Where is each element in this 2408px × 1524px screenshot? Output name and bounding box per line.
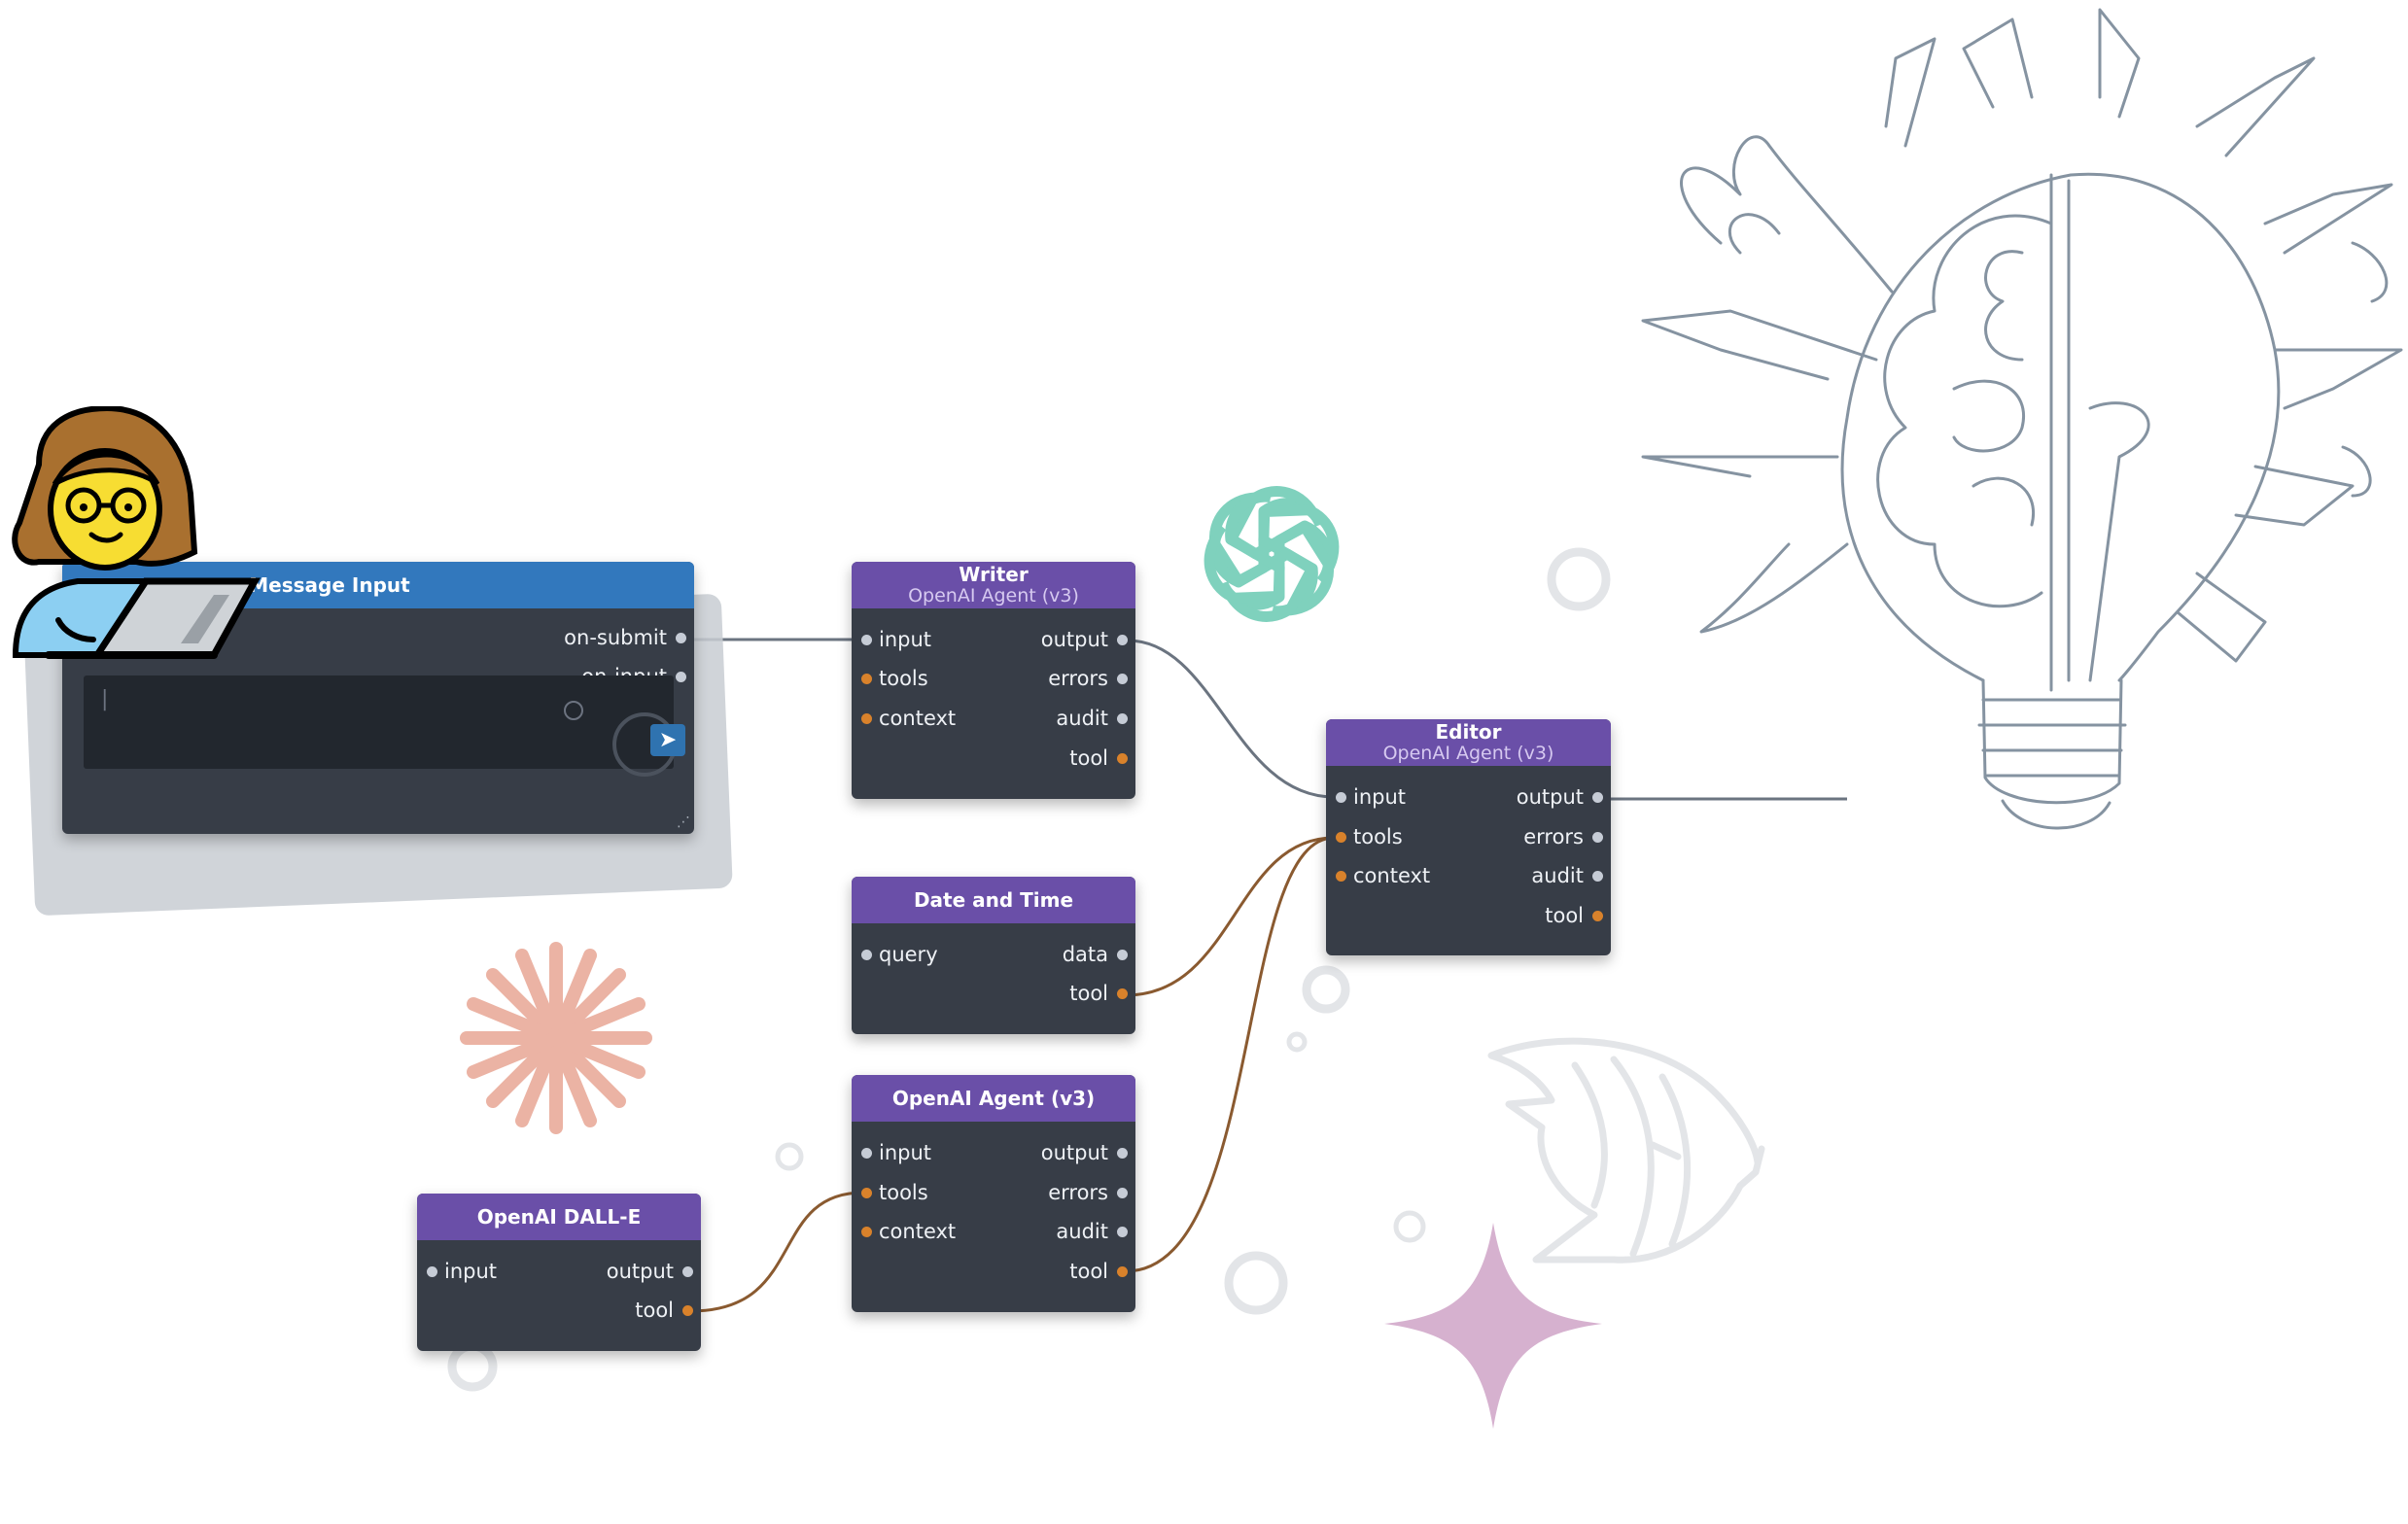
port-dot[interactable] [1592, 871, 1603, 882]
wire-dalle-agent [690, 1191, 864, 1313]
port-output[interactable]: output [607, 1260, 701, 1283]
sparkle-star-icon [1384, 1223, 1602, 1429]
starburst-icon [460, 942, 652, 1134]
wire-writer-editor [1127, 639, 1335, 799]
port-dot[interactable] [682, 1266, 693, 1277]
node-subtitle: OpenAI Agent (v3) [1382, 743, 1554, 764]
port-dot[interactable] [861, 1188, 872, 1198]
port-dot[interactable] [1117, 950, 1128, 960]
port-dot[interactable] [676, 672, 686, 682]
send-button[interactable]: ➤ [650, 724, 685, 756]
port-errors[interactable]: errors [1523, 825, 1611, 849]
port-tools[interactable]: tools [1326, 825, 1403, 849]
port-dot[interactable] [1117, 1188, 1128, 1198]
port-tool[interactable]: tool [635, 1299, 701, 1322]
port-audit[interactable]: audit [1056, 707, 1135, 730]
node-title: OpenAI DALL-E [476, 1205, 642, 1229]
port-dot[interactable] [861, 1148, 872, 1159]
node-title: Date and Time [913, 888, 1074, 912]
bubble-icon [1224, 1251, 1288, 1315]
port-input[interactable]: input [417, 1260, 497, 1283]
port-context[interactable]: context [852, 707, 956, 730]
port-output[interactable]: output [1517, 785, 1611, 809]
port-dot[interactable] [676, 633, 686, 643]
node-header[interactable]: OpenAI Agent (v3) [852, 1075, 1135, 1122]
port-input[interactable]: input [852, 628, 931, 651]
port-dot[interactable] [1592, 911, 1603, 921]
wire-datetime-editor [1125, 836, 1335, 997]
text-caret: | [101, 687, 109, 711]
angelfish-icon [1487, 1037, 1765, 1264]
port-dot[interactable] [427, 1266, 437, 1277]
node-title: OpenAI Agent (v3) [891, 1087, 1096, 1110]
port-errors[interactable]: errors [1048, 1181, 1135, 1204]
date-time-node[interactable]: Date and Time query data tool [852, 877, 1135, 1034]
port-tool[interactable]: tool [1069, 982, 1135, 1005]
port-dot[interactable] [861, 635, 872, 645]
port-on-submit[interactable]: on-submit [564, 626, 694, 649]
dalle-node[interactable]: OpenAI DALL-E input output tool [417, 1194, 701, 1351]
port-dot[interactable] [1336, 832, 1346, 843]
port-dot[interactable] [1336, 792, 1346, 803]
port-dot[interactable] [861, 950, 872, 960]
node-subtitle: OpenAI Agent (v3) [908, 585, 1079, 606]
bubble-icon [1547, 547, 1611, 611]
bubble-icon [447, 1341, 498, 1392]
resize-handle-icon[interactable]: ⋰ [677, 814, 690, 830]
port-input[interactable]: input [1326, 785, 1406, 809]
port-dot[interactable] [861, 1227, 872, 1237]
node-header[interactable]: OpenAI DALL-E [417, 1194, 701, 1240]
port-audit[interactable]: audit [1056, 1220, 1135, 1243]
port-dot[interactable] [1117, 988, 1128, 999]
bubble-icon [1302, 965, 1350, 1014]
port-query[interactable]: query [852, 943, 938, 966]
port-errors[interactable]: errors [1048, 667, 1135, 690]
bubble-icon [775, 1142, 804, 1171]
wire-agent-editor [1125, 836, 1335, 1273]
node-title: Editor [1435, 720, 1502, 744]
bubble-icon [1393, 1210, 1426, 1243]
port-dot[interactable] [682, 1305, 693, 1316]
port-tool[interactable]: tool [1545, 904, 1611, 927]
port-input[interactable]: input [852, 1141, 931, 1164]
port-data[interactable]: data [1063, 943, 1135, 966]
bubble-icon [1286, 1031, 1308, 1053]
port-tool[interactable]: tool [1069, 1260, 1135, 1283]
port-dot[interactable] [861, 713, 872, 724]
port-context[interactable]: context [1326, 864, 1430, 887]
node-header[interactable]: Date and Time [852, 877, 1135, 923]
port-context[interactable]: context [852, 1220, 956, 1243]
port-dot[interactable] [1117, 1266, 1128, 1277]
port-dot[interactable] [1592, 792, 1603, 803]
port-audit[interactable]: audit [1531, 864, 1611, 887]
port-dot[interactable] [1117, 753, 1128, 764]
port-output[interactable]: output [1041, 628, 1135, 651]
loading-spinner-icon [564, 701, 583, 720]
node-title: Message Input [249, 573, 410, 597]
node-header[interactable]: Writer OpenAI Agent (v3) [852, 562, 1135, 608]
port-dot[interactable] [1592, 832, 1603, 843]
port-dot[interactable] [1117, 713, 1128, 724]
port-output[interactable]: output [1041, 1141, 1135, 1164]
port-dot[interactable] [1336, 871, 1346, 882]
port-dot[interactable] [1117, 1148, 1128, 1159]
openai-agent-node[interactable]: OpenAI Agent (v3) input tools context ou… [852, 1075, 1135, 1312]
openai-logo-icon [1204, 486, 1340, 622]
port-dot[interactable] [861, 674, 872, 684]
message-textbox[interactable]: | ➤ [84, 675, 685, 777]
port-dot[interactable] [1117, 674, 1128, 684]
writer-node[interactable]: Writer OpenAI Agent (v3) input tools con… [852, 562, 1135, 799]
port-tools[interactable]: tools [852, 667, 928, 690]
port-dot[interactable] [1117, 635, 1128, 645]
port-tools[interactable]: tools [852, 1181, 928, 1204]
node-title: Writer [959, 563, 1029, 586]
editor-node[interactable]: Editor OpenAI Agent (v3) input tools con… [1326, 719, 1611, 955]
user-with-laptop-icon [12, 406, 261, 659]
node-header[interactable]: Editor OpenAI Agent (v3) [1326, 719, 1611, 766]
lightbulb-brain-icon [1592, 8, 2403, 830]
port-tool[interactable]: tool [1069, 746, 1135, 770]
port-dot[interactable] [1117, 1227, 1128, 1237]
